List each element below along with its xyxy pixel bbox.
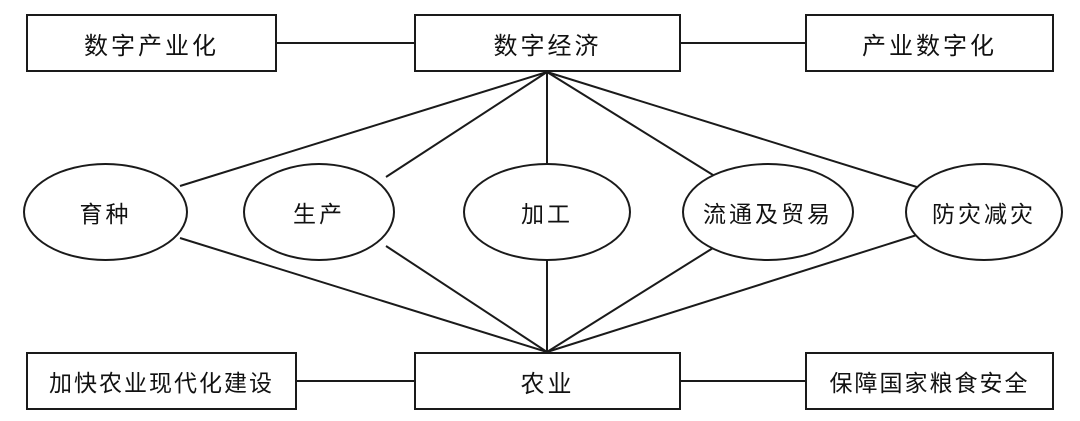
connector-trade-to-agriculture: [546, 247, 714, 353]
stage-production-oval: 生产: [243, 163, 395, 261]
connector-breeding-to-agriculture: [179, 237, 548, 353]
agriculture-box: 农业: [414, 352, 681, 410]
connector-disaster-to-agriculture: [546, 233, 921, 353]
connector-economy-to-disaster: [546, 71, 921, 189]
connector-economy-to-breeding: [179, 71, 548, 187]
connector-production-to-agriculture: [385, 245, 548, 353]
food-security-box: 保障国家粮食安全: [805, 352, 1054, 410]
industrial-digitization-box: 产业数字化: [805, 14, 1054, 72]
modernization-construction-box: 加快农业现代化建设: [26, 352, 297, 410]
stage-circulation-trade-oval: 流通及贸易: [682, 163, 854, 261]
digital-economy-box: 数字经济: [414, 14, 681, 72]
connector-economy-to-production: [385, 71, 548, 178]
stage-disaster-prevention-oval: 防灾减灾: [905, 163, 1063, 261]
stage-processing-oval: 加工: [463, 163, 631, 261]
stage-breeding-oval: 育种: [23, 163, 188, 261]
connector-economy-to-trade: [546, 71, 714, 176]
digital-industrialization-box: 数字产业化: [26, 14, 277, 72]
